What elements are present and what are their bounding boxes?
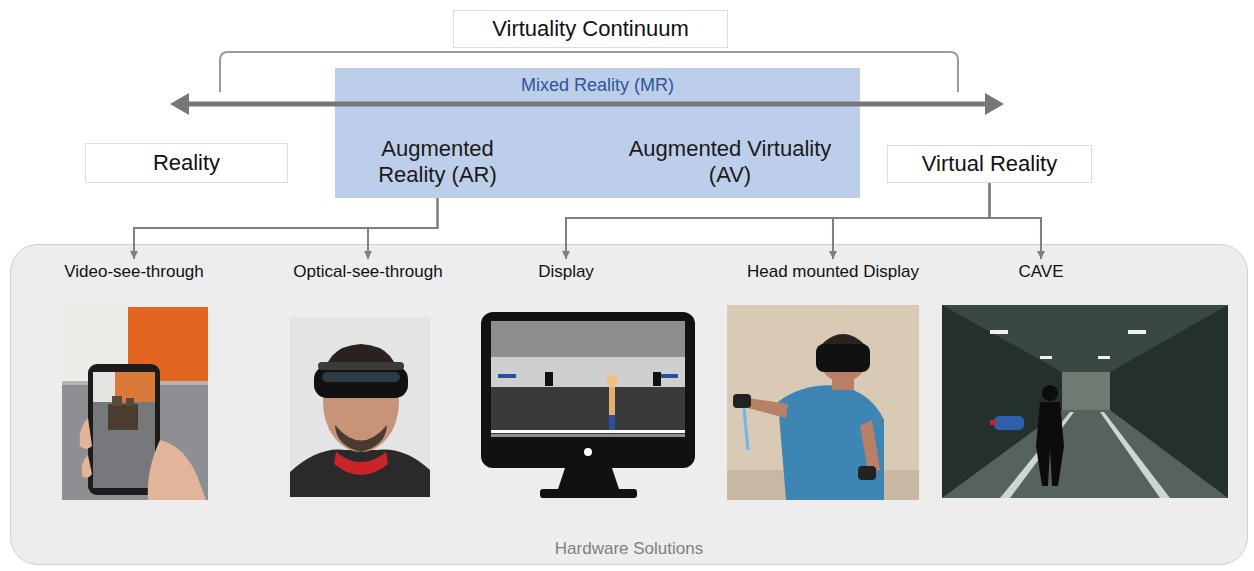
label-box: Virtual Reality bbox=[887, 145, 1092, 183]
node-text: Head mounted Display bbox=[747, 262, 919, 282]
hardware-label: Video-see-through bbox=[60, 259, 208, 285]
cave-photo bbox=[942, 305, 1228, 498]
region-band: Mixed Reality (MR) Augmented Reality (AR)… bbox=[335, 68, 860, 198]
monitor-icon bbox=[606, 375, 618, 387]
optical-hmd-photo bbox=[314, 366, 408, 398]
monitor-icon bbox=[481, 312, 695, 468]
vr-headset-photo bbox=[860, 420, 880, 472]
region-label: Augmented Reality (AR) bbox=[341, 126, 534, 198]
node-text: Augmented Reality (AR) bbox=[345, 136, 530, 189]
cave-photo bbox=[994, 416, 1024, 430]
monitor-icon bbox=[609, 387, 615, 415]
cave-photo bbox=[1100, 412, 1170, 498]
vr-headset-photo bbox=[727, 305, 919, 500]
phone-ar-photo bbox=[82, 455, 92, 478]
cave-photo bbox=[1036, 402, 1064, 486]
monitor-icon bbox=[609, 415, 615, 430]
optical-hmd-photo bbox=[290, 317, 430, 497]
phone-ar-photo bbox=[62, 307, 208, 500]
monitor-icon bbox=[491, 430, 685, 433]
vr-headset-photo bbox=[733, 394, 751, 408]
phone-ar-photo bbox=[80, 418, 92, 449]
label-box: Virtuality Continuum bbox=[453, 10, 728, 48]
cave-photo bbox=[1062, 372, 1110, 410]
monitor-icon bbox=[584, 448, 592, 456]
vr-headset-photo bbox=[744, 408, 748, 450]
cave-photo bbox=[990, 420, 996, 425]
monitor-icon bbox=[491, 357, 685, 387]
node-text: CAVE bbox=[1018, 262, 1063, 282]
region-label: Augmented Virtuality (AV) bbox=[616, 126, 844, 198]
hardware-label: Optical-see-through bbox=[289, 259, 446, 285]
node-text: Virtual Reality bbox=[922, 151, 1057, 177]
monitor-icon bbox=[491, 321, 685, 437]
phone-ar-photo bbox=[93, 372, 115, 402]
cave-photo bbox=[942, 410, 1228, 498]
arrow-head bbox=[170, 93, 189, 115]
node-text: Video-see-through bbox=[64, 262, 204, 282]
phone-ar-photo bbox=[126, 398, 134, 406]
vr-headset-photo bbox=[858, 466, 876, 480]
node-text: Optical-see-through bbox=[293, 262, 442, 282]
cave-photo bbox=[990, 330, 1008, 334]
phone-ar-photo bbox=[148, 440, 206, 500]
node-text: Reality bbox=[153, 150, 220, 176]
optical-hmd-photo bbox=[334, 452, 388, 475]
monitor-icon bbox=[653, 372, 661, 386]
monitor-icon bbox=[540, 489, 637, 498]
label-box: Reality bbox=[85, 143, 288, 183]
hardware-label: Display bbox=[534, 259, 598, 285]
optical-hmd-photo bbox=[322, 372, 400, 382]
cave-photo bbox=[1040, 356, 1052, 359]
monitor-icon bbox=[498, 374, 516, 378]
node-text: Mixed Reality (MR) bbox=[335, 75, 860, 97]
cave-photo bbox=[942, 305, 1228, 498]
phone-ar-photo bbox=[93, 372, 155, 488]
phone-ar-photo bbox=[108, 404, 138, 430]
node-text: Hardware Solutions bbox=[555, 539, 703, 559]
hardware-label: CAVE bbox=[1014, 259, 1067, 285]
monitor-icon bbox=[660, 374, 678, 378]
phone-ar-photo bbox=[62, 307, 208, 500]
cave-photo bbox=[942, 305, 1228, 372]
cave-photo bbox=[1128, 330, 1146, 334]
vr-headset-photo bbox=[748, 398, 788, 418]
vr-headset-photo bbox=[727, 305, 919, 500]
optical-hmd-photo bbox=[290, 317, 430, 497]
vr-headset-photo bbox=[816, 344, 870, 372]
phone-ar-photo bbox=[93, 372, 155, 402]
optical-hmd-photo bbox=[335, 425, 387, 452]
monitor-icon bbox=[491, 387, 685, 434]
hardware-label: Head mounted Display bbox=[743, 259, 923, 285]
cave-photo bbox=[1098, 356, 1110, 359]
optical-hmd-photo bbox=[318, 362, 404, 370]
node-text: Augmented Virtuality (AV) bbox=[620, 136, 840, 189]
continuum-arrow bbox=[186, 102, 988, 107]
arrow-head bbox=[985, 93, 1004, 115]
node-text: Display bbox=[538, 262, 594, 282]
monitor-icon bbox=[557, 468, 620, 492]
phone-ar-photo bbox=[112, 396, 122, 406]
node-text: Virtuality Continuum bbox=[492, 16, 688, 42]
optical-hmd-photo bbox=[290, 449, 430, 497]
cave-photo bbox=[1042, 385, 1058, 401]
vr-headset-photo bbox=[778, 385, 884, 500]
monitor-icon bbox=[545, 372, 553, 386]
